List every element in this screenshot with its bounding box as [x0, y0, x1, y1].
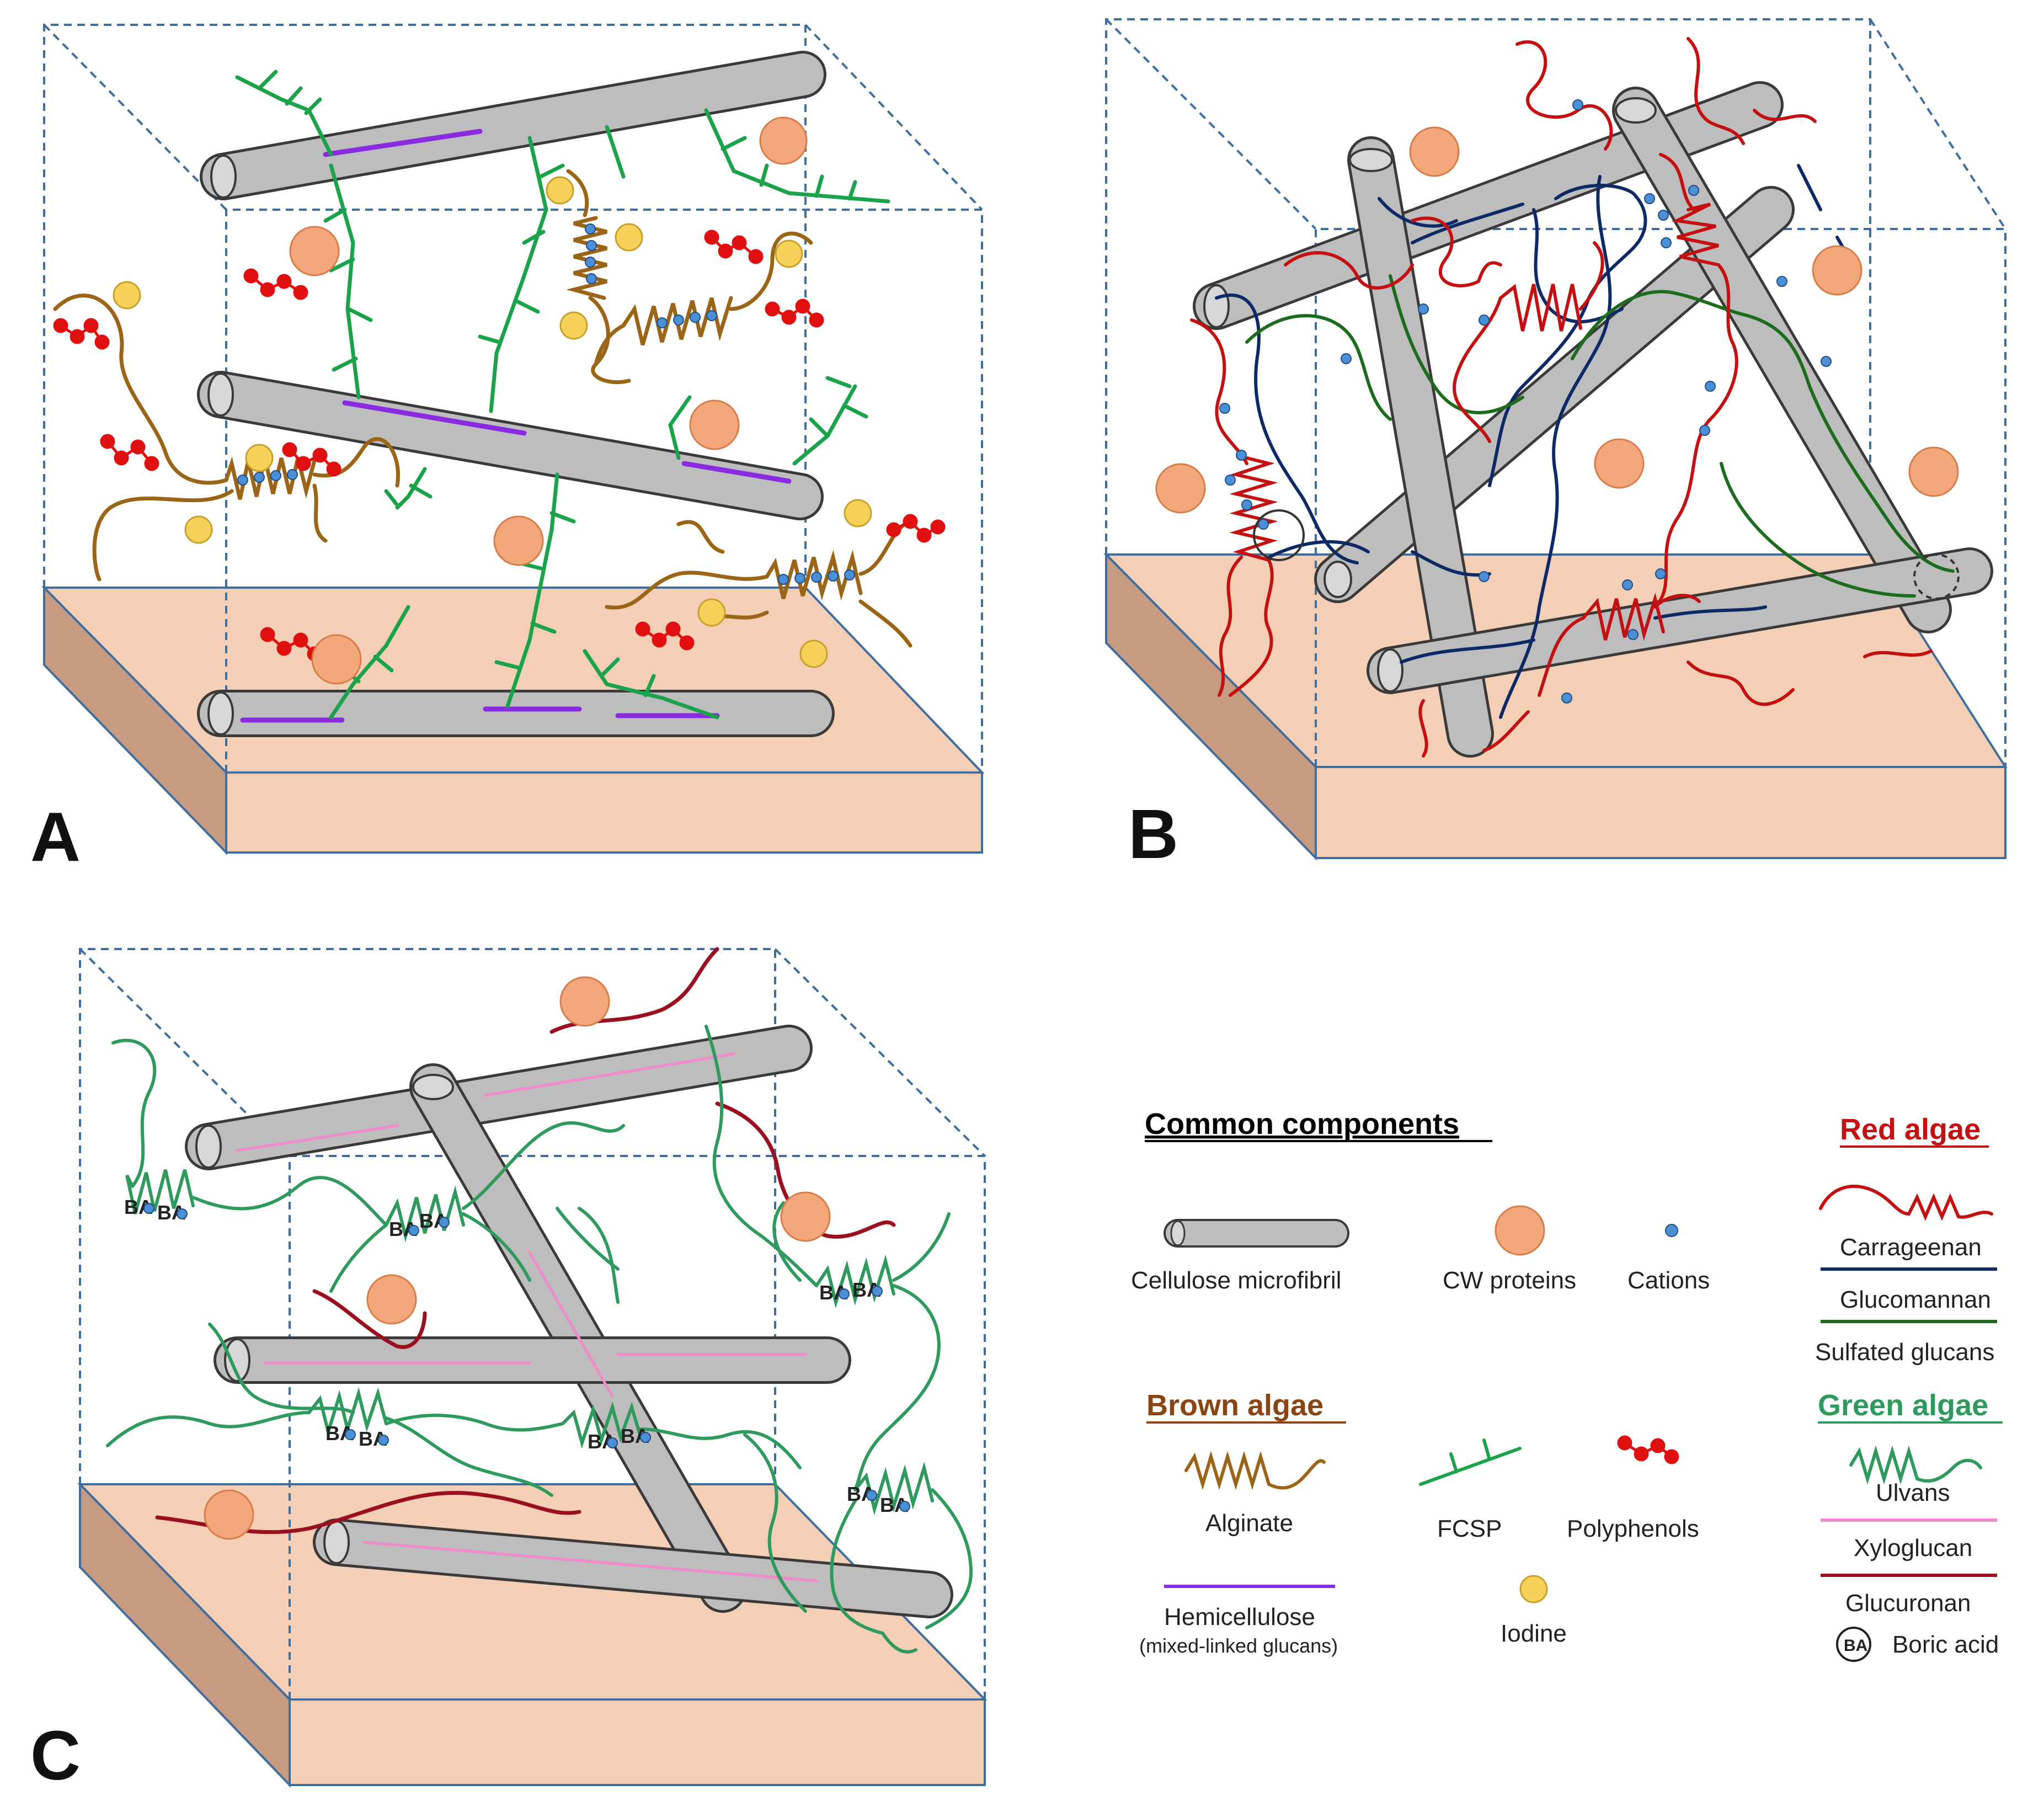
legend-iodine-label: Iodine	[1501, 1620, 1567, 1647]
panel-b-glucomannan	[1215, 164, 1861, 719]
cellulose-icon	[1164, 1219, 1349, 1248]
legend-cellulose-label: Cellulose microfibril	[1131, 1267, 1341, 1294]
panel-c-ulvans	[106, 1025, 973, 1654]
panel-a-alginate	[53, 169, 912, 648]
panel-c-label: C	[30, 1717, 81, 1794]
legend-hemicellulose-label: Hemicellulose	[1164, 1603, 1315, 1631]
legend-hemicellulose-note: (mixed-linked glucans)	[1139, 1634, 1338, 1657]
ulvan-icon	[1849, 1445, 1982, 1485]
panel-b-carrageenan	[1190, 37, 1933, 758]
panel-c-cations	[143, 1203, 910, 1512]
legend-common-title: Common components	[1145, 1107, 1459, 1141]
legend-brown-title: Brown algae	[1146, 1389, 1323, 1422]
panel-a: A	[30, 24, 985, 876]
iodine-icon	[1519, 1575, 1548, 1603]
panel-c-floor	[77, 1482, 988, 1788]
panel-b: B	[1103, 18, 2008, 873]
panel-a-iodine	[113, 176, 872, 668]
fcsp-icon	[1419, 1438, 1522, 1486]
panel-b-microfibril	[1367, 547, 1993, 694]
polyphenol-icon	[1617, 1435, 1679, 1464]
legend-proteins-label: CW proteins	[1443, 1267, 1576, 1294]
panel-a-hemicellulose	[240, 129, 792, 723]
panel-b-cations	[1219, 99, 1832, 704]
legend-glucuronan-label: Glucuronan	[1845, 1590, 1971, 1617]
legend-green-title: Green algae	[1818, 1389, 1988, 1422]
panel-b-junction-circle	[1253, 509, 1305, 561]
legend-ulvans-label: Ulvans	[1876, 1479, 1950, 1506]
panel-b-proteins	[1155, 126, 1959, 514]
legend-red-title: Red algae	[1840, 1113, 1981, 1146]
legend: Common components Cellulose microfibril …	[1131, 1107, 2003, 1662]
legend-sulfated-label: Sulfated glucans	[1815, 1339, 1994, 1366]
legend-alginate-label: Alginate	[1205, 1510, 1293, 1537]
panel-b-junction-circle	[1913, 553, 1960, 600]
alginate-icon	[1184, 1451, 1326, 1490]
legend-cations-label: Cations	[1627, 1267, 1710, 1294]
panel-c-xyloglucan	[236, 1052, 818, 1582]
panel-a-cations	[237, 223, 855, 585]
legend-glucomannan-label: Glucomannan	[1840, 1286, 1991, 1313]
panel-a-microfibril	[197, 371, 824, 520]
boric-acid-symbol: BA	[1844, 1637, 1867, 1655]
protein-icon	[1495, 1205, 1545, 1256]
legend-fcsp-label: FCSP	[1437, 1515, 1502, 1542]
panel-b-sulfated-glucans	[1245, 274, 1955, 598]
panel-c-microfibril	[214, 1336, 851, 1384]
boric-acid-icon: BA	[1836, 1627, 1871, 1662]
carrageenan-icon	[1819, 1185, 1993, 1221]
panel-b-box-outline	[1105, 18, 2006, 767]
cation-icon	[1665, 1224, 1678, 1237]
panel-a-polyphenols	[53, 230, 946, 662]
panel-a-label: A	[30, 798, 81, 876]
panel-c: BA BA BA BA BA BA BA BA BA BA BA BA C	[30, 947, 988, 1794]
panel-c-proteins	[204, 976, 831, 1540]
panel-c-microfibril	[185, 1025, 813, 1170]
legend-xyloglucan-label: Xyloglucan	[1854, 1534, 1972, 1562]
legend-boric-acid-label: Boric acid	[1892, 1631, 1999, 1658]
legend-polyphenols-label: Polyphenols	[1567, 1515, 1699, 1542]
panel-a-proteins	[289, 116, 808, 685]
panel-b-microfibril	[1612, 87, 1952, 633]
panel-a-fcsp	[235, 70, 890, 720]
panel-c-microfibril	[313, 1518, 953, 1618]
panel-a-microfibril	[200, 51, 826, 200]
legend-carrageenan-label: Carrageenan	[1840, 1234, 1982, 1261]
panel-b-label: B	[1128, 795, 1178, 873]
